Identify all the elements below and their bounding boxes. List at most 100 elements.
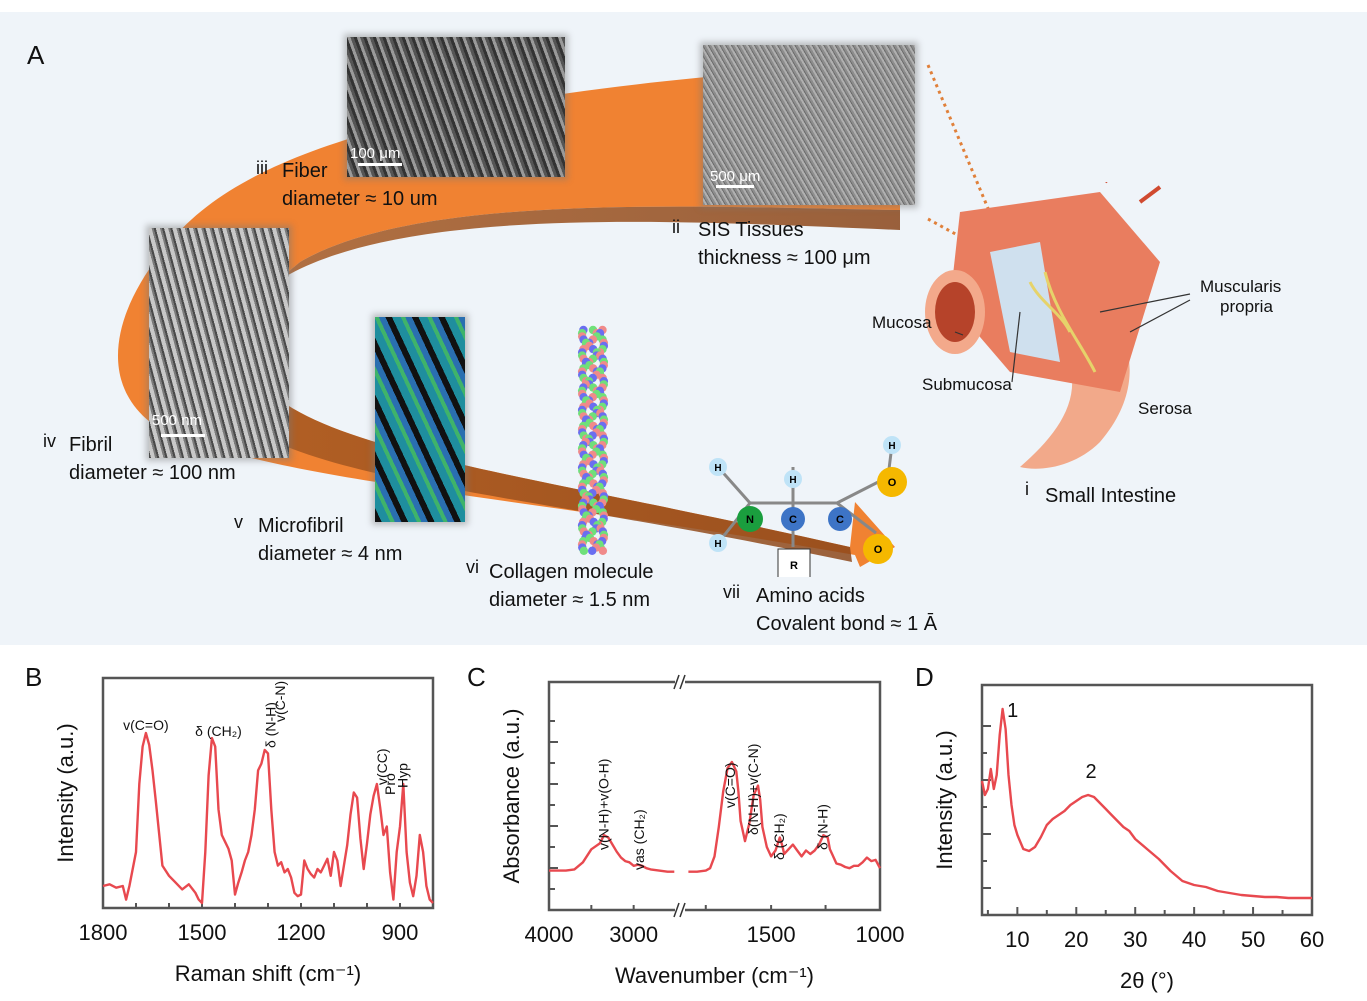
panel-label-c: C bbox=[467, 662, 486, 692]
axis-break-gap bbox=[675, 906, 685, 914]
stage-ii-title: SIS Tissues bbox=[698, 219, 804, 241]
fiber-sem-image bbox=[347, 37, 565, 177]
stage-i-numeral: i bbox=[1025, 479, 1029, 499]
atom-h1: H bbox=[709, 458, 727, 476]
peak-annotation: δ (CH₂) bbox=[195, 723, 242, 739]
ftir-spectrum-line-high bbox=[549, 834, 675, 873]
atom-h3: H bbox=[784, 470, 802, 488]
atom-h4: H bbox=[883, 436, 901, 454]
x-tick-label: 3000 bbox=[609, 922, 658, 947]
helix-bead bbox=[579, 546, 589, 555]
stage-iv-title: Fibril bbox=[69, 434, 113, 456]
xrd-pattern-line bbox=[980, 707, 1312, 900]
x-tick-label: 50 bbox=[1241, 927, 1265, 952]
peak-annotation: v(CC) bbox=[374, 748, 390, 785]
helix-bead bbox=[587, 546, 597, 555]
plot-frame bbox=[980, 683, 1314, 917]
x-tick-label: 1500 bbox=[178, 920, 227, 945]
peak-annotation: Hyp bbox=[394, 763, 410, 788]
scale-500um: 500 μm bbox=[710, 168, 761, 185]
plot-frame bbox=[547, 680, 882, 912]
scalebar-500nm bbox=[161, 434, 205, 437]
microfibril-image bbox=[375, 317, 465, 522]
stage-vii-title: Amino acids bbox=[756, 585, 865, 607]
stage-v-title: Microfibril bbox=[258, 515, 344, 537]
panel-a-schematic: A Mucosa Submucosa Muscularis propria bbox=[0, 12, 1367, 645]
stage-i-title: Small Intestine bbox=[1045, 485, 1177, 507]
svg-text:H: H bbox=[888, 441, 895, 452]
axis-break-mark bbox=[673, 674, 680, 690]
x-tick-label: 40 bbox=[1182, 927, 1206, 952]
peak-annotation: v(C-N) bbox=[272, 681, 288, 722]
axis-break-mark bbox=[673, 902, 680, 918]
stage-vi-title: Collagen molecule bbox=[489, 561, 654, 583]
atom-o1: O bbox=[877, 467, 907, 497]
stage-iii-title: Fiber bbox=[282, 160, 328, 182]
atom-o2: O bbox=[863, 534, 893, 564]
svg-text:O: O bbox=[874, 544, 883, 556]
fibril-sem-image bbox=[149, 228, 289, 458]
peak-annotation: 2 bbox=[1085, 761, 1096, 783]
stage-vi-detail: diameter ≈ 1.5 nm bbox=[489, 589, 651, 611]
y-axis-label: Absorbance (a.u.) bbox=[499, 709, 524, 884]
svg-text:R: R bbox=[790, 560, 798, 572]
stage-v-detail: diameter ≈ 4 nm bbox=[258, 543, 403, 565]
stage-vii-numeral: vii bbox=[723, 582, 740, 602]
atom-c2: C bbox=[828, 507, 852, 531]
svg-text:C: C bbox=[836, 514, 844, 526]
collagen-helix bbox=[577, 325, 609, 555]
scale-500nm: 500 nm bbox=[152, 412, 203, 429]
sis-tissue-image bbox=[703, 45, 915, 205]
peak-annotation: v(N-H)+v(O-H) bbox=[595, 759, 611, 850]
svg-text:C: C bbox=[789, 514, 797, 526]
label-mucosa: Mucosa bbox=[872, 313, 932, 332]
x-tick-label: 1000 bbox=[856, 922, 905, 947]
peak-annotation: δ (N-H) bbox=[262, 702, 278, 748]
y-axis-label: Intensity (a.u.) bbox=[53, 723, 78, 862]
residue-r: R bbox=[777, 548, 811, 577]
peak-annotation: v(C=O) bbox=[123, 717, 169, 733]
x-tick-label: 20 bbox=[1064, 927, 1088, 952]
atom-h2: H bbox=[709, 534, 727, 552]
atom-c1: C bbox=[781, 507, 805, 531]
x-tick-label: 1200 bbox=[277, 920, 326, 945]
stage-iii-numeral: iii bbox=[256, 158, 268, 178]
scale-100um: 100 μm bbox=[350, 145, 401, 162]
svg-text:H: H bbox=[714, 463, 721, 474]
scalebar-500um bbox=[716, 185, 754, 188]
y-axis-label: Intensity (a.u.) bbox=[932, 730, 957, 869]
x-tick-label: 30 bbox=[1123, 927, 1147, 952]
panel-label-d: D bbox=[915, 662, 934, 692]
raman-spectrum-line bbox=[102, 731, 434, 905]
label-submucosa: Submucosa bbox=[922, 375, 1012, 394]
x-tick-label: 1800 bbox=[79, 920, 128, 945]
helix-bead bbox=[598, 546, 608, 555]
stage-v-numeral: v bbox=[234, 512, 243, 532]
peak-annotation: δ (CH₂) bbox=[771, 813, 787, 860]
stage-vi-numeral: vi bbox=[466, 557, 479, 577]
x-tick-label: 10 bbox=[1005, 927, 1029, 952]
x-axis-label: 2θ (°) bbox=[1120, 968, 1174, 993]
svg-text:H: H bbox=[714, 539, 721, 550]
raman-chart: Intensity (a.u.) Raman shift (cm⁻¹) 1800 15… bbox=[53, 676, 435, 986]
axis-break-mark bbox=[679, 674, 686, 690]
x-tick-label: 900 bbox=[382, 920, 419, 945]
x-axis-label: Wavenumber (cm⁻¹) bbox=[615, 963, 814, 988]
peak-annotation: Pro bbox=[382, 773, 398, 795]
peak-annotation: v(C=O) bbox=[722, 763, 738, 809]
label-propria: propria bbox=[1220, 297, 1273, 316]
peak-annotation: δ(N-H)+v(C-N) bbox=[745, 744, 761, 835]
label-muscularis: Muscularis bbox=[1200, 277, 1282, 296]
small-intestine-illustration bbox=[925, 182, 1191, 469]
x-tick-label: 60 bbox=[1300, 927, 1324, 952]
peak-annotation: vas (CH₂) bbox=[631, 809, 647, 870]
x-axis-label: Raman shift (cm⁻¹) bbox=[175, 961, 361, 986]
stage-iv-detail: diameter ≈ 100 nm bbox=[69, 462, 236, 484]
x-tick-label: 1500 bbox=[747, 922, 796, 947]
stage-iv-numeral: iv bbox=[43, 431, 56, 451]
peak-annotation: 1 bbox=[1007, 700, 1018, 722]
xrd-chart: Intensity (a.u.) 2θ (°) 10 20 30 40 50 60 1 2 bbox=[932, 683, 1324, 993]
scalebar-100um bbox=[358, 163, 402, 166]
svg-text:H: H bbox=[789, 475, 796, 486]
